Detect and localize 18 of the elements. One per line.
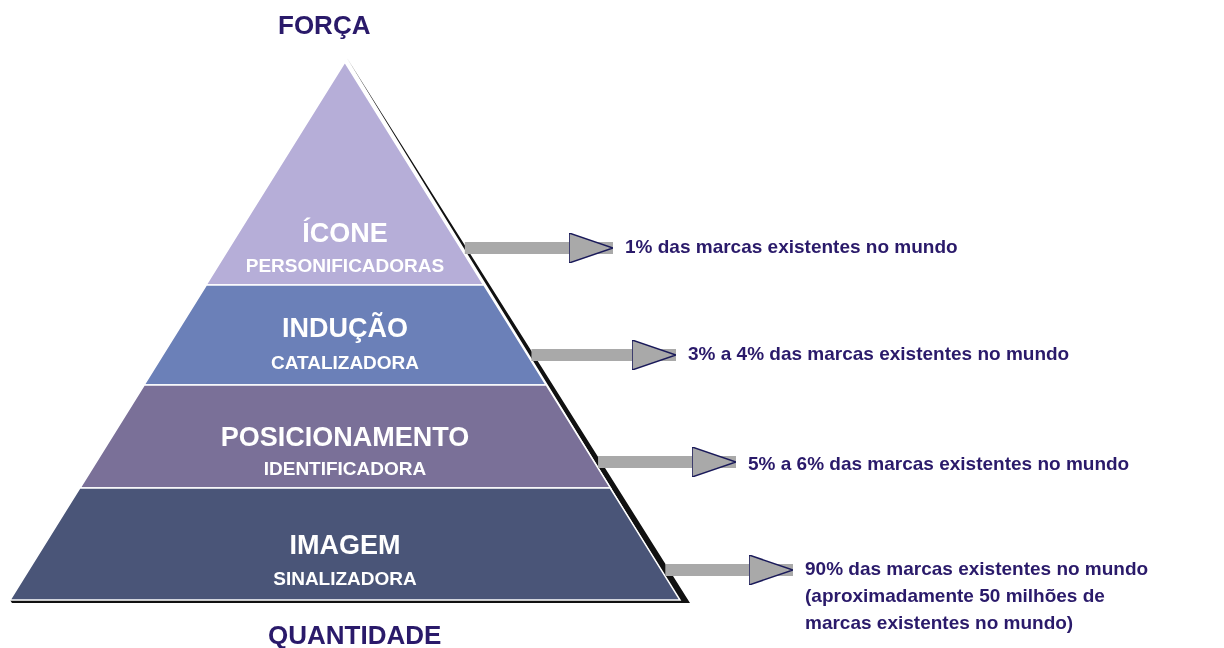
share-note: 3% a 4% das marcas existentes no mundo	[688, 342, 1071, 366]
axis-label: FORÇA	[278, 10, 371, 41]
tier-subtitle: CATALIZADORA	[269, 352, 421, 374]
tier-title: POSICIONAMENTO	[219, 422, 471, 453]
block-arrow	[598, 446, 737, 478]
block-arrow	[531, 339, 677, 371]
tier-subtitle: SINALIZADORA	[272, 568, 418, 590]
share-note: 90% das marcas existentes no mundo	[805, 557, 1150, 581]
tier-title: INDUÇÃO	[281, 313, 409, 344]
share-note: 5% a 6% das marcas existentes no mundo	[748, 452, 1131, 476]
tier-subtitle: PERSONIFICADORAS	[244, 255, 446, 277]
share-note: 1% das marcas existentes no mundo	[625, 235, 959, 259]
tier-title: IMAGEM	[288, 530, 402, 561]
share-note: (aproximadamente 50 milhões de marcas existentes no mundo)	[805, 584, 1106, 635]
tier-subtitle: IDENTIFICADORA	[262, 458, 428, 480]
block-arrow	[464, 232, 614, 264]
tier-title: ÍCONE	[301, 218, 389, 249]
block-arrow	[665, 554, 794, 586]
